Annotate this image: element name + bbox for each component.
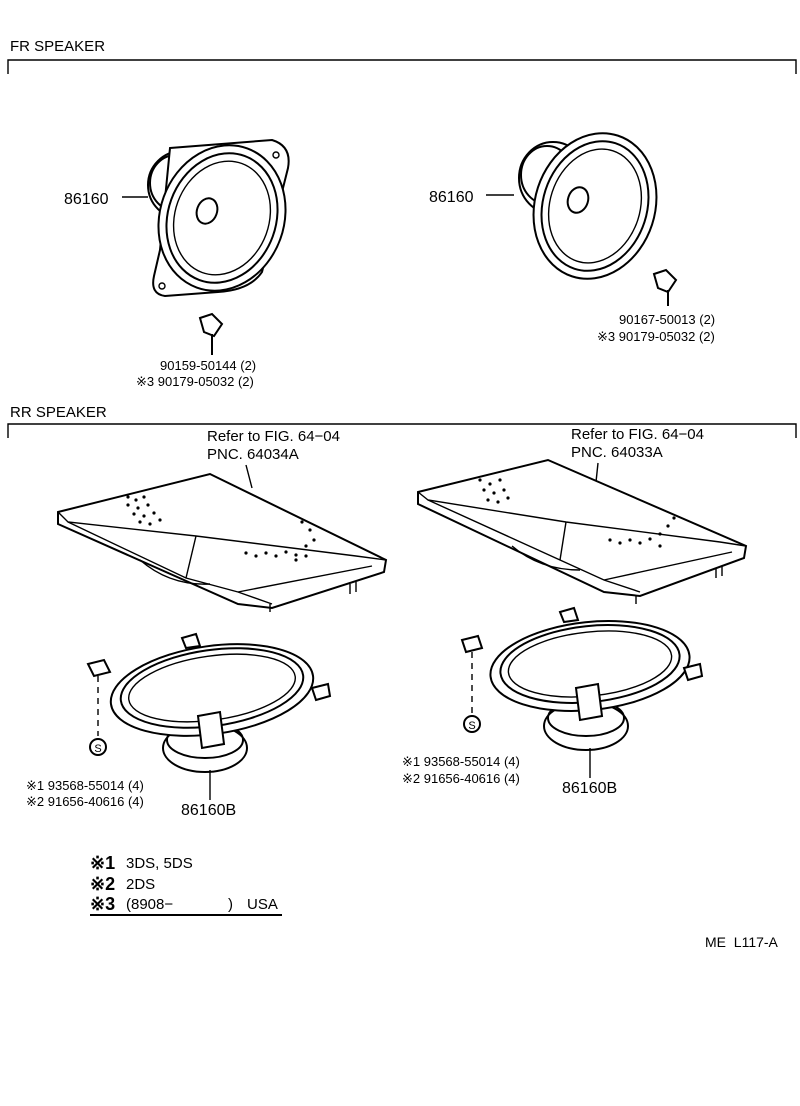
note-3-text: (8908− xyxy=(126,896,173,913)
section-title-rr-speaker: RR SPEAKER xyxy=(10,404,107,421)
screw-label-front-right-2: ※3 90179-05032 (2) xyxy=(597,329,715,344)
rear-left-oval-speaker xyxy=(86,632,332,800)
diagram-code: ME L117-A xyxy=(705,934,779,950)
clip-symbol-right: S xyxy=(463,715,481,733)
section-bracket-fr xyxy=(7,59,797,74)
svg-text:S: S xyxy=(468,720,475,732)
part-number-front-left: 86160 xyxy=(64,191,109,208)
note-1-mark: ※1 xyxy=(90,853,115,873)
rear-right-ref-pnc: PNC. 64033A xyxy=(571,444,663,461)
notes-legend: ※1 3DS, 5DS ※2 2DS ※3 (8908− ) USA xyxy=(90,853,282,916)
svg-text:S: S xyxy=(94,743,101,755)
part-number-rear-right: 86160B xyxy=(562,780,617,797)
note-3-region: USA xyxy=(247,896,278,913)
section-bracket-rr xyxy=(7,423,797,438)
section-title-fr-speaker: FR SPEAKER xyxy=(10,38,105,55)
clip-label-rear-left-1: ※1 93568-55014 (4) xyxy=(26,778,144,793)
note-2-text: 2DS xyxy=(126,876,155,893)
part-number-front-right: 86160 xyxy=(429,189,474,206)
screw-icon xyxy=(652,268,678,306)
note-2-mark: ※2 xyxy=(90,874,115,894)
note-1-text: 3DS, 5DS xyxy=(126,855,193,872)
clip-symbol-left: S xyxy=(89,738,107,756)
screw-icon xyxy=(198,312,224,355)
rear-left-ref-pnc: PNC. 64034A xyxy=(207,446,299,463)
front-right-speaker xyxy=(486,132,658,280)
clip-label-rear-left-2: ※2 91656-40616 (4) xyxy=(26,794,144,809)
rear-right-ref-fig: Refer to FIG. 64−04 xyxy=(571,426,704,443)
front-left-speaker xyxy=(122,138,290,298)
clip-label-rear-right-1: ※1 93568-55014 (4) xyxy=(402,754,520,769)
screw-label-front-left-2: ※3 90179-05032 (2) xyxy=(136,374,254,389)
note-3-close: ) xyxy=(228,896,233,913)
note-3-mark: ※3 xyxy=(90,894,115,914)
rear-right-grille-cover xyxy=(417,458,748,604)
rear-left-ref-fig: Refer to FIG. 64−04 xyxy=(207,428,340,445)
part-number-rear-left: 86160B xyxy=(181,802,236,819)
rear-right-oval-speaker xyxy=(460,606,704,778)
rear-left-grille-cover xyxy=(57,472,388,612)
screw-label-front-right-1: 90167-50013 (2) xyxy=(619,312,715,327)
screw-label-front-left-1: 90159-50144 (2) xyxy=(160,358,256,373)
clip-label-rear-right-2: ※2 91656-40616 (4) xyxy=(402,771,520,786)
